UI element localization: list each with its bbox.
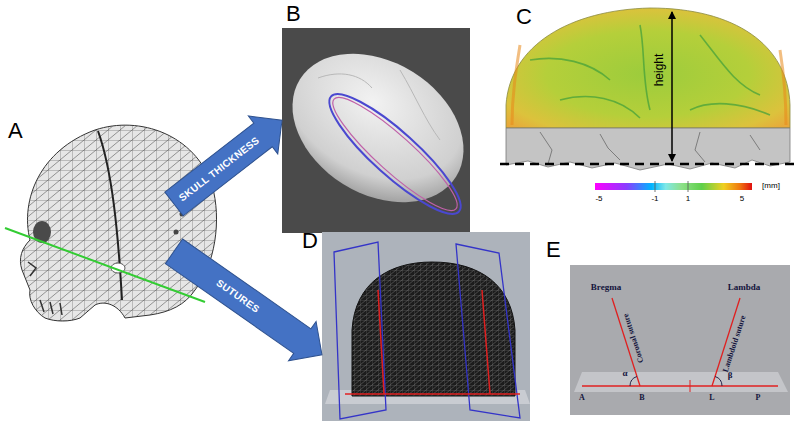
point-label: A — [579, 394, 585, 403]
crack-line — [540, 132, 760, 164]
scale-tick — [655, 181, 656, 192]
baseline-dashed — [500, 163, 794, 166]
cut-ring — [316, 80, 473, 228]
suture-angle-panel — [570, 265, 790, 415]
point-label: P — [756, 394, 761, 403]
nasal — [28, 262, 36, 276]
angle-label: β — [728, 371, 733, 381]
scale-tick — [688, 181, 689, 192]
scale-value: 1 — [686, 195, 690, 204]
panel-letter: A — [8, 120, 23, 142]
panel-letter: D — [302, 230, 318, 252]
suture-line — [98, 131, 122, 300]
suture-trace — [378, 290, 490, 394]
dimension-label: height — [653, 54, 666, 87]
mid-tick — [690, 380, 691, 392]
block-arrow — [159, 101, 296, 223]
teeth — [40, 300, 62, 315]
arrow-label: SKULL THICKNESS — [176, 135, 260, 204]
thickness-streak — [512, 45, 786, 125]
block-arrow — [160, 232, 335, 375]
suture-label: Lambdoid suture — [722, 314, 749, 373]
color-scale-bar — [595, 183, 752, 190]
panel-background — [570, 265, 790, 415]
angle-arc — [630, 377, 637, 387]
panel-letter: C — [516, 6, 532, 28]
skull-outline — [20, 125, 216, 321]
cut-ring-inner — [322, 86, 468, 222]
foramen — [174, 230, 179, 235]
suture-planes-panel — [322, 232, 530, 421]
skull-mesh-illustration — [5, 125, 217, 321]
surface-line — [318, 70, 440, 140]
scale-unit: [mm] — [762, 182, 780, 191]
calvarium — [265, 23, 491, 232]
point-label: B — [639, 394, 644, 403]
thickness-streak — [530, 25, 770, 118]
scale-value: -1 — [651, 195, 658, 204]
panel-letter: E — [546, 239, 561, 261]
figure-panel: C — [512, 4, 790, 204]
panel-background — [322, 232, 530, 421]
panel-letter: B — [286, 3, 301, 25]
landmark-label: Lambda — [728, 283, 761, 293]
angle-label: α — [622, 369, 627, 379]
suture-label: Coronal suture — [622, 312, 646, 364]
figure-panel: A — [6, 118, 174, 333]
base-line — [582, 385, 778, 386]
height-arrow — [671, 12, 673, 161]
arrow-label: SUTURES — [215, 277, 262, 315]
scale-value: 5 — [740, 195, 744, 204]
thickness-map — [500, 8, 794, 192]
scale-value: -5 — [595, 195, 602, 204]
thickness-panel — [265, 23, 491, 233]
figure-panel: D — [322, 232, 530, 421]
skull-mesh — [20, 125, 216, 321]
point-label: L — [709, 394, 714, 403]
cut-plane — [456, 244, 520, 418]
cut-plane — [334, 242, 386, 419]
floor-plane — [574, 372, 788, 392]
figure-panel: B — [282, 28, 470, 233]
landmark-label: Bregma — [591, 283, 621, 293]
colored-calvarium — [506, 8, 790, 128]
angle-arc — [715, 377, 722, 387]
calvarium-mesh — [352, 262, 515, 396]
base-line — [345, 393, 520, 395]
